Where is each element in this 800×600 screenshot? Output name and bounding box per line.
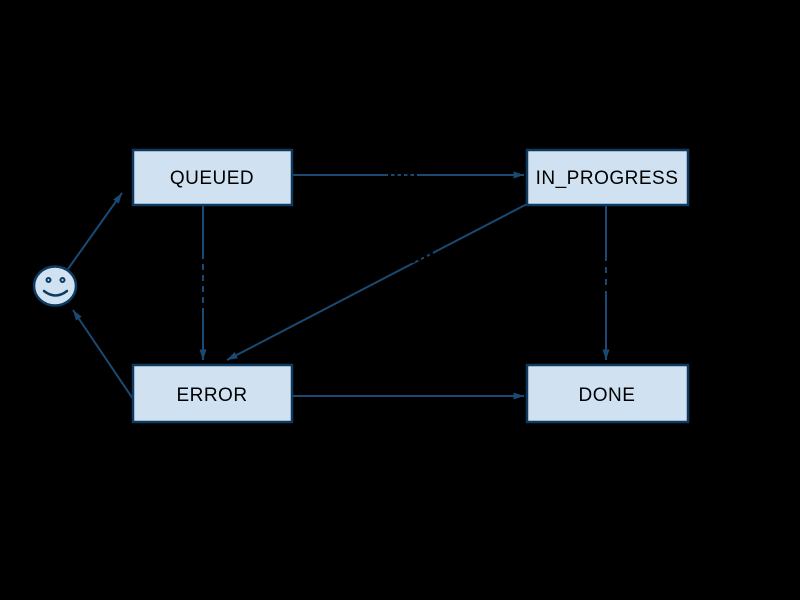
- edge-in-progress-to-error: [226, 203, 528, 361]
- smiley-start-icon: [32, 265, 78, 307]
- state-node-error: ERROR: [131, 363, 294, 424]
- start-node: [32, 265, 78, 307]
- state-node-label: IN_PROGRESS: [536, 168, 679, 189]
- state-node-in-progress: IN_PROGRESS: [525, 148, 690, 207]
- edge-label-artifacts: [200, 172, 609, 312]
- state-node-box: [525, 148, 690, 207]
- state-node-label: ERROR: [176, 385, 247, 406]
- edges: [67, 171, 610, 400]
- state-node-box: [525, 363, 690, 424]
- state-node-done: DONE: [525, 363, 690, 424]
- state-node-queued: QUEUED: [131, 148, 294, 207]
- smiley-eye-right: [59, 277, 66, 283]
- state-node-box: [131, 363, 294, 424]
- state-node-label: QUEUED: [170, 168, 254, 189]
- smiley-mouth: [42, 289, 69, 297]
- state-node-box: [131, 148, 294, 207]
- smiley-eye-left: [45, 277, 52, 283]
- state-node-label: DONE: [579, 385, 636, 406]
- edge-label-gap: [355, 250, 435, 283]
- edge-error-to-start: [72, 309, 134, 400]
- edge-start-to-queued: [67, 192, 123, 270]
